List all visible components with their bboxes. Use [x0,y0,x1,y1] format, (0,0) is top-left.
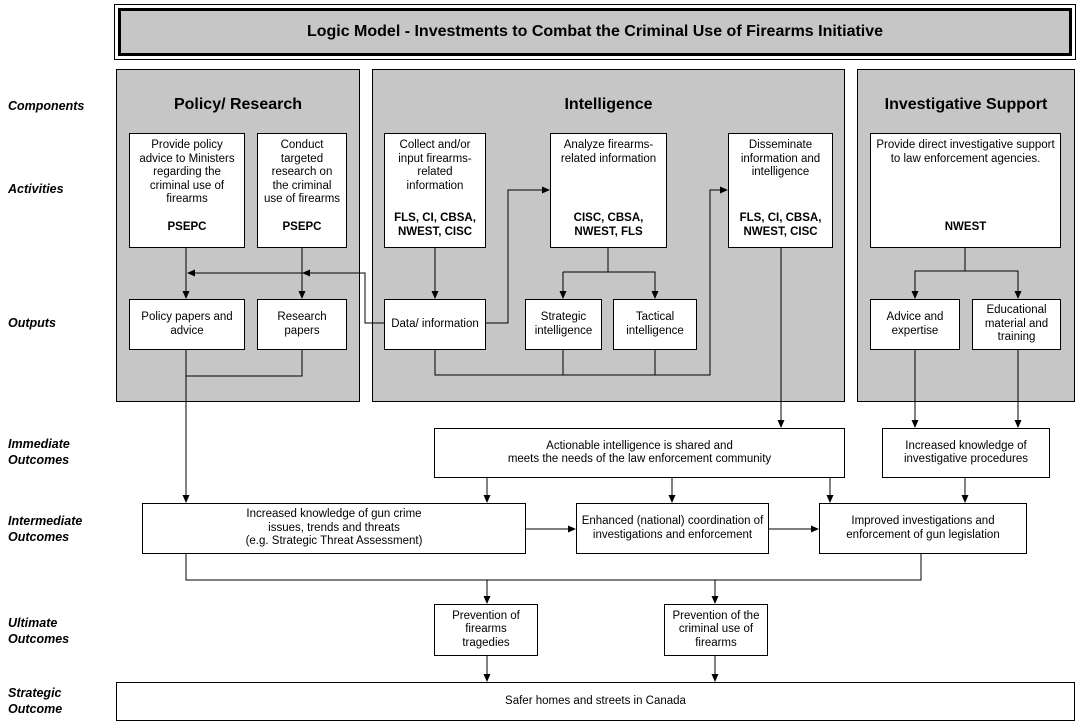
line-intermediate-join [185,554,922,581]
activity-conduct-research: Conduct targeted research on the crimina… [257,133,347,248]
organization-label: PSEPC [282,220,322,233]
column-title-investigative-support: Investigative Support [884,96,1048,113]
row-label-components: Components [8,99,85,113]
activity-disseminate: Disseminate information and intelligence… [728,133,833,248]
output-data-information: Data/ information [384,299,486,350]
activity-analyze: Analyze firearms- related information CI… [550,133,667,248]
organization-label: NWEST [944,220,987,233]
activity-collect-input: Collect and/or input firearms- related i… [384,133,486,248]
diagram-title-frame: Logic Model - Investments to Combat the … [114,4,1076,60]
organization-label: PSEPC [167,220,207,233]
organization-label: CISC, CBSA, NWEST, FLS [573,212,644,238]
row-label-outputs: Outputs [8,316,56,330]
strategic-outcome: Safer homes and streets in Canada [116,682,1075,721]
activity-provide-policy-advice: Provide policy advice to Ministers regar… [129,133,245,248]
organization-label: FLS, CI, CBSA, NWEST, CISC [739,212,822,238]
activity-investigative-support: Provide direct investigative support to … [870,133,1061,248]
column-title-intelligence: Intelligence [564,96,653,113]
column-title-policy-research: Policy/ Research [173,96,303,113]
diagram-title: Logic Model - Investments to Combat the … [118,8,1072,56]
organization-label: FLS, CI, CBSA, NWEST, CISC [394,212,476,238]
row-label-activities: Activities [8,182,64,196]
